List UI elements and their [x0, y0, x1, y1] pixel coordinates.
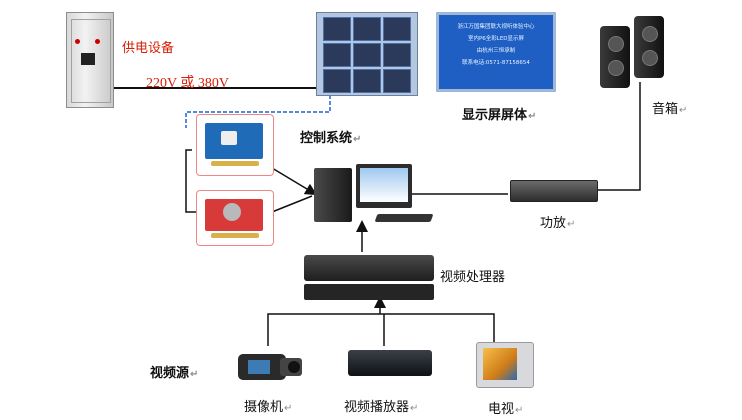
amplifier-device — [510, 180, 598, 202]
label-control-system: 控制系统↵ — [300, 131, 362, 146]
led-display-screen: 浙江万国集团联大视听体验中心 室内P6全彩LED显示屏 由杭州三恒承制 联系电话… — [436, 12, 556, 92]
video-player-device — [348, 350, 432, 376]
screen-control-cable — [185, 95, 331, 128]
display-line-4: 联系电话:0571-87158654 — [462, 60, 530, 66]
cards-bracket — [185, 149, 196, 213]
speaker-left-icon — [600, 26, 630, 88]
label-speaker: 音箱↵ — [652, 102, 688, 117]
label-voltage: 220V 或 380V — [146, 76, 229, 91]
pc-keyboard — [374, 214, 434, 222]
video-processor-device — [304, 255, 434, 281]
led-module-grid — [316, 12, 418, 96]
label-video-source: 视频源↵ — [150, 366, 199, 381]
display-line-2: 室内P6全彩LED显示屏 — [467, 36, 525, 42]
receiver-card — [196, 114, 274, 176]
label-amplifier: 功放↵ — [540, 216, 576, 231]
display-line-3: 由杭州三恒承制 — [476, 48, 516, 54]
label-video-player: 视频播放器↵ — [344, 400, 419, 415]
camera-icon — [238, 354, 302, 380]
label-camera: 摄像机↵ — [244, 400, 293, 415]
display-line-1: 浙江万国集团联大视听体验中心 — [457, 24, 535, 30]
amp-to-speaker-line — [596, 82, 641, 191]
speaker-right-icon — [634, 16, 664, 78]
sender-card — [196, 190, 274, 246]
label-video-processor: 视频处理器 — [440, 270, 506, 285]
label-screen-body: 显示屏屏体↵ — [462, 108, 537, 123]
pc-monitor — [356, 164, 412, 208]
cards-to-pc-arrow — [271, 167, 318, 196]
label-tv: 电视↵ — [488, 402, 524, 417]
cards-to-pc-arrow-2 — [271, 195, 313, 213]
label-power-equipment: 供电设备 — [122, 41, 175, 56]
power-cabinet — [66, 12, 114, 108]
sources-bus — [267, 313, 495, 346]
video-processor-back — [304, 284, 434, 300]
tv-device — [476, 342, 534, 388]
pc-tower — [314, 168, 352, 222]
